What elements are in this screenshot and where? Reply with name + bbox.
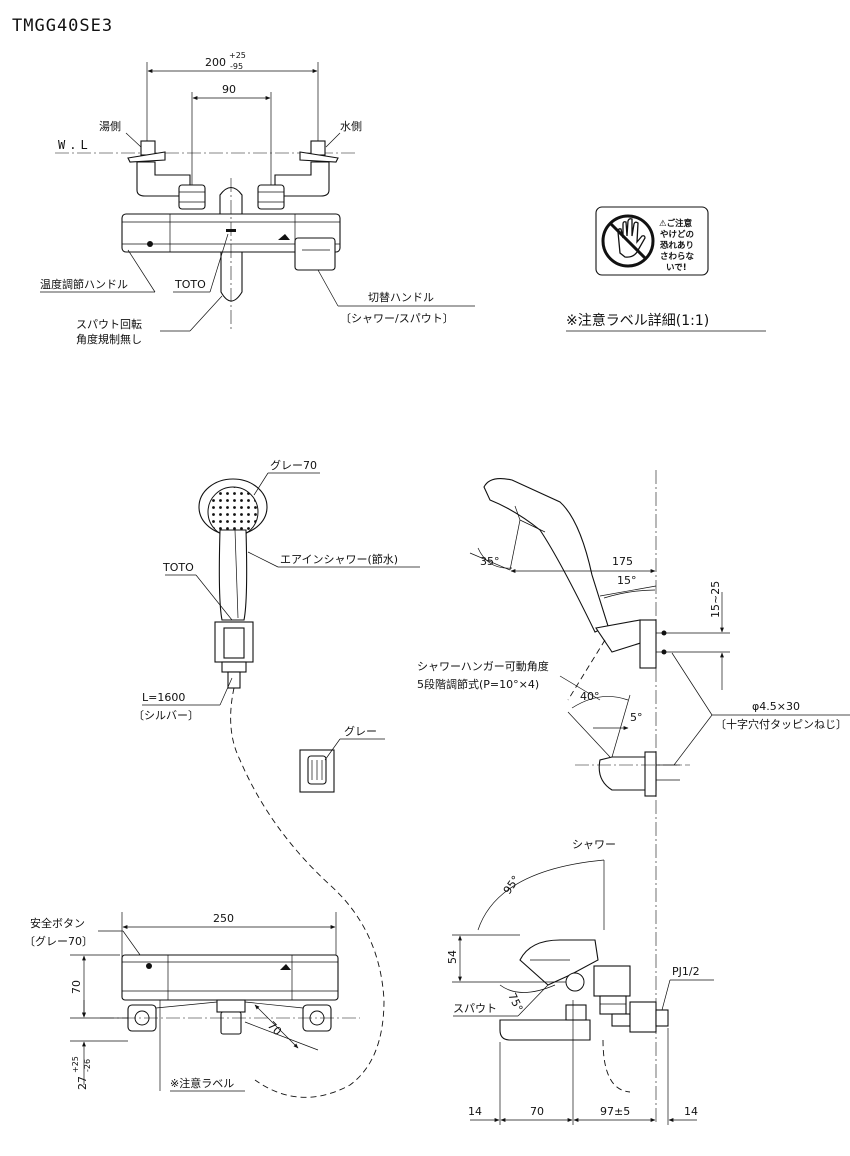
tilt-angle-label: 15° (617, 574, 637, 587)
shower-side-view: 35° 175 15° 15~25 シャワーハンガー可動角度 5段階調節式(P=… (417, 470, 850, 1125)
brand-label-top: TOTO (174, 278, 206, 291)
hose-color-label: 〔シルバー〕 (133, 709, 199, 722)
hot-side-label: 湯側 (99, 120, 121, 133)
hot-wall-union (127, 140, 191, 197)
side-height-dim: 54 (446, 950, 459, 964)
spout-angle-label: 75° (505, 991, 525, 1014)
offset-dim: 27 (76, 1076, 89, 1090)
wall-line-label: W.L (58, 138, 92, 152)
caution-line-5: いで! (666, 263, 687, 273)
safety-color-label: 〔グレー70〕 (24, 934, 93, 948)
model-number: TMGG40SE3 (12, 16, 113, 36)
height-dim: 70 (70, 980, 83, 994)
offset-plus: +25 (71, 1056, 80, 1073)
spout-note-1: スパウト回転 (76, 318, 142, 331)
bottom-front-view: 250 安全ボタン 〔グレー70〕 70 27 +25 -26 (24, 912, 360, 1092)
top-front-view: 200 +25 -95 90 W.L 湯側 水側 (40, 51, 475, 346)
dim-200-plus: +25 (229, 51, 246, 60)
screw-size-label: φ4.5×30 (752, 700, 800, 713)
spout-note-2: 角度規制無し (76, 332, 142, 346)
cold-wall-union (274, 140, 339, 197)
head-angle-label: 35° (480, 555, 500, 568)
shower-front-view: グレー70 エアインシャワー(節水) TOTO L=1600 〔シルバー〕 グレ… (133, 458, 420, 1098)
screw-note-label: 〔十字穴付タッピンねじ〕 (715, 717, 847, 731)
shower-color-label: グレー70 (270, 458, 317, 472)
hanger-note-2: 5段階調節式(P=10°×4) (417, 677, 539, 691)
caution-line-2: やけどの (660, 229, 694, 240)
label-note: ※注意ラベル (170, 1076, 234, 1090)
angle-total-label: 40° (580, 690, 600, 703)
bottom-side-view: シャワー 95° スパウト 75° 54 PJ1/2 (446, 838, 714, 1125)
reach-dim: 175 (612, 555, 633, 568)
height-range-label: 15~25 (709, 581, 722, 618)
switch-handle-detail: 〔シャワー/スパウト〕 (340, 312, 454, 325)
spout-swing-dim: 70 (265, 1019, 284, 1038)
no-touch-hand-icon (601, 214, 655, 268)
caution-line-1: ⚠ご注意 (659, 218, 693, 229)
cold-side-label: 水側 (340, 120, 362, 133)
spout-label: スパウト (453, 1002, 497, 1015)
hanger-note-1: シャワーハンガー可動角度 (417, 659, 549, 673)
hose-length-label: L=1600 (142, 691, 185, 704)
hanger-color-label: グレー (344, 724, 377, 738)
offset-minus: -26 (83, 1059, 92, 1072)
caution-line-4: さわらな (660, 252, 695, 262)
caution-line-3: 恐れあり (660, 241, 694, 251)
switch-handle-label: 切替ハンドル (368, 290, 434, 304)
pipe-size-label: PJ1/2 (672, 965, 700, 978)
temp-handle-label: 温度調節ハンドル (40, 277, 128, 291)
dim-a: 14 (468, 1105, 482, 1118)
dim-b: 70 (530, 1105, 544, 1118)
caution-caption: ※注意ラベル詳細(1:1) (566, 312, 709, 329)
dim-200-minus: -95 (230, 62, 243, 71)
safety-button-label: 安全ボタン (30, 916, 85, 930)
width-dim: 250 (213, 912, 234, 925)
brand-label-shower: TOTO (162, 561, 194, 574)
shower-direction-label: シャワー (572, 838, 616, 851)
caution-label-detail: ⚠ご注意 やけどの 恐れあり さわらな いで! ※注意ラベル詳細(1:1) (566, 206, 766, 332)
dim-c: 97±5 (600, 1105, 630, 1118)
dim-90: 90 (222, 83, 236, 96)
shower-name-label: エアインシャワー(節水) (280, 552, 398, 566)
angle-min-label: 5° (630, 711, 643, 724)
dim-200: 200 (205, 56, 226, 69)
dim-d: 14 (684, 1105, 698, 1118)
